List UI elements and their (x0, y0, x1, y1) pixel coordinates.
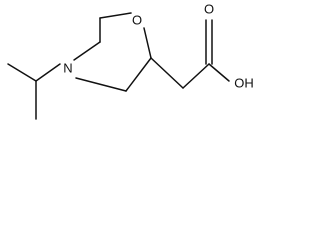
nitrogen-label: N (63, 60, 72, 75)
bond-isopropyl-right (35, 63, 61, 82)
hydroxyl-label: OH (234, 75, 254, 90)
bond-n-to-upper-left-carbon (73, 41, 101, 61)
bond-ring-carbon-to-lower-carbon (125, 57, 152, 92)
ring-oxygen-label: O (132, 12, 142, 27)
bond-isopropyl-left (7, 63, 37, 82)
chemical-structure-canvas: O N O OH (7, 1, 254, 120)
bond-lower-carbon-to-n (75, 77, 127, 92)
carboxyl-oxygen-label: O (204, 1, 214, 16)
bond-top-carbon-to-oxygen (99, 12, 132, 19)
bond-oxygen-to-ring-carbon (143, 27, 152, 59)
bond-methylene-to-carbonyl-carbon (182, 63, 210, 89)
bond-carbonyl-carbon-to-hydroxyl (208, 63, 230, 82)
bond-ring-carbon-to-methylene (150, 57, 184, 89)
molecule-structure-diagram: O N O OH (0, 0, 264, 127)
